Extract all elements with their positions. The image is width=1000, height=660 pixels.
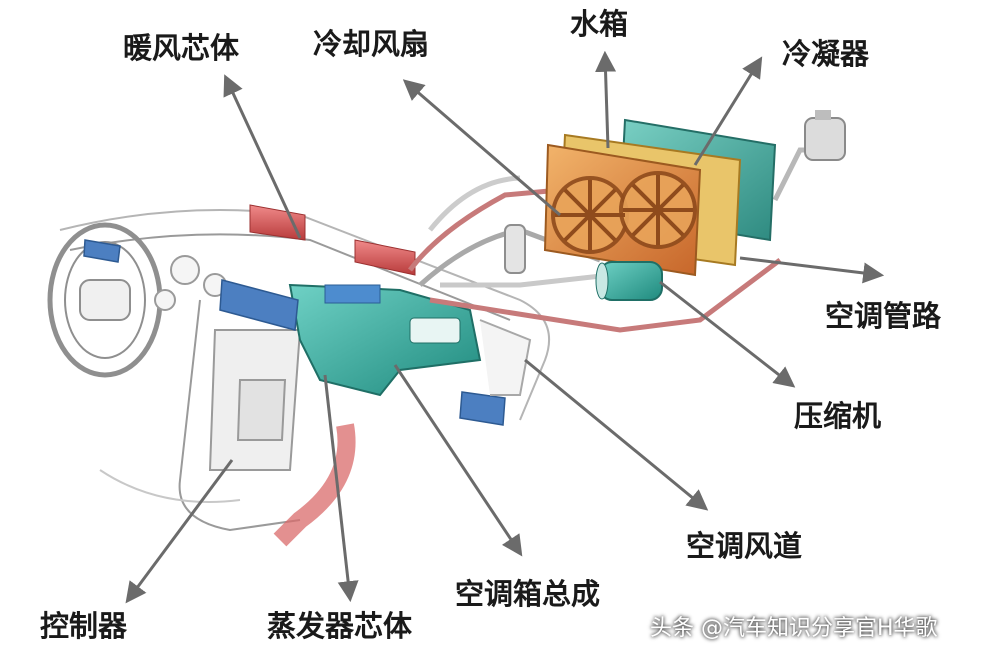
- cooling-fans: [551, 171, 697, 254]
- receiver-drier: [504, 224, 526, 274]
- ac-duct-shape: [479, 319, 532, 396]
- label-compressor: 压缩机: [794, 399, 882, 433]
- leader-arrows: [125, 50, 885, 604]
- ac-pipe-lines: [408, 147, 840, 333]
- label-evaporator-core: 蒸发器芯体: [267, 609, 413, 643]
- label-ac-pipes: 空调管路: [825, 299, 942, 333]
- compressor-unit: [595, 261, 663, 301]
- label-radiator: 水箱: [570, 7, 629, 41]
- label-controller: 控制器: [40, 609, 128, 643]
- hvac-box-assembly: [288, 283, 482, 397]
- heater-core-unit: [249, 204, 416, 276]
- air-vents: [83, 239, 506, 426]
- label-cooling-fan: 冷却风扇: [313, 27, 430, 61]
- watermark-text: 头条 @汽车知识分享官H华歌: [650, 616, 938, 641]
- label-ac-box-assembly: 空调箱总成: [455, 577, 601, 611]
- label-ac-duct: 空调风道: [686, 529, 803, 563]
- label-heater-core: 暖风芯体: [123, 31, 240, 65]
- expansion-tank: [804, 110, 846, 161]
- label-condenser: 冷凝器: [782, 37, 870, 71]
- instrument-cluster: [154, 255, 227, 311]
